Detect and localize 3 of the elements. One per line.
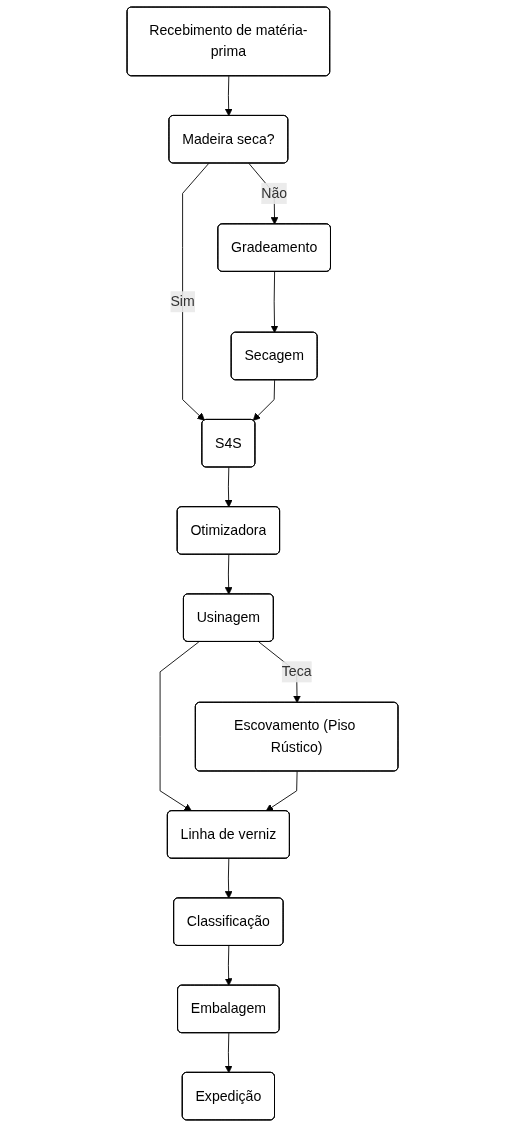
edge-label: Sim xyxy=(170,293,195,309)
edge-label: Teca xyxy=(281,663,312,679)
edge-label: Não xyxy=(261,185,288,201)
